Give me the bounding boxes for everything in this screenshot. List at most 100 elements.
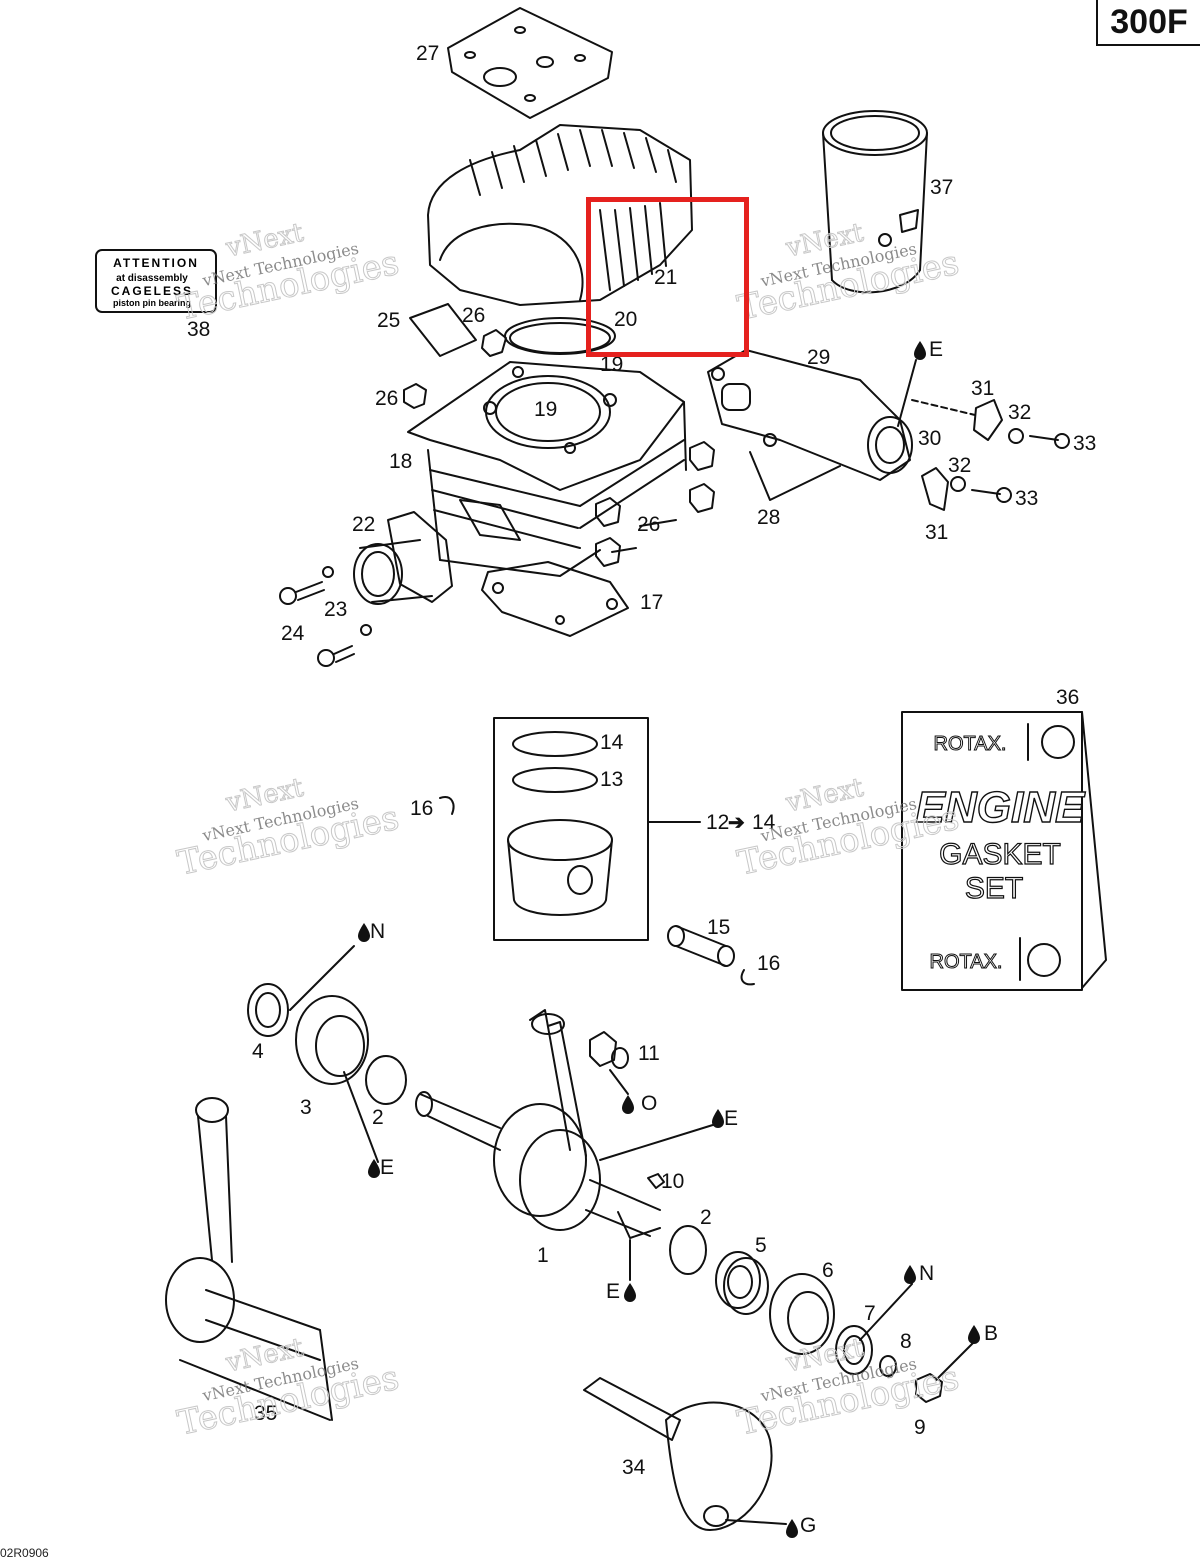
callout-1: 1: [537, 1244, 549, 1267]
callout-17: 17: [640, 591, 663, 614]
callout-N-1: N: [370, 920, 385, 943]
callout-28: 28: [757, 506, 780, 529]
range-arrow: ➔: [728, 812, 745, 834]
washer-23b: [360, 624, 372, 636]
callout-G: G: [800, 1514, 816, 1537]
callout-34: 34: [622, 1456, 646, 1479]
bolt-33a: [1029, 433, 1070, 449]
attention-line2: at disassembly: [116, 273, 188, 284]
attention-label-outline: [95, 249, 217, 313]
callout-19a: 19: [600, 353, 623, 376]
watermark-1: vNext vNext Technologies Technologies: [174, 217, 403, 329]
piston-kit-box: [493, 717, 649, 941]
circlip-16a: [439, 796, 455, 815]
gasket-set-box: [901, 711, 1083, 991]
callout-2a: 2: [372, 1106, 384, 1129]
washer-23a: [322, 566, 334, 578]
callout-E-3: E: [724, 1107, 738, 1130]
callout-31b: 31: [925, 521, 948, 544]
drawing-code: 02R0906: [0, 1546, 49, 1560]
selection-highlight-box[interactable]: [586, 197, 749, 357]
callout-26c: 26: [637, 513, 660, 536]
seal-4: [247, 983, 289, 1037]
callout-16b: 16: [757, 952, 780, 975]
callout-E-4: E: [606, 1280, 620, 1303]
callout-11: 11: [638, 1042, 660, 1065]
gasket-title-2: GASKET: [939, 838, 1061, 871]
watermark-2: vNext vNext Technologies Technologies: [734, 217, 963, 329]
gasket-brand-top: ROTAX.: [934, 733, 1007, 755]
callout-5: 5: [755, 1234, 767, 1257]
key-10: [647, 1173, 665, 1189]
callout-7: 7: [864, 1302, 876, 1325]
callout-6: 6: [822, 1259, 834, 1282]
callout-26b: 26: [375, 387, 398, 410]
callout-3: 3: [300, 1096, 312, 1119]
washer-32a: [1008, 428, 1024, 444]
callout-13: 13: [600, 768, 623, 791]
crank-half: [583, 1377, 773, 1531]
callout-9: 9: [914, 1416, 926, 1439]
callout-10: 10: [661, 1170, 684, 1193]
cylinder: [407, 361, 687, 577]
callout-30: 30: [918, 427, 941, 450]
callout-26a: 26: [462, 304, 485, 327]
crankshaft: [415, 1009, 661, 1239]
callout-N-2: N: [919, 1262, 934, 1285]
cylinder-head: [427, 124, 693, 306]
small-part-26b: [403, 383, 427, 409]
callout-33b: 33: [1015, 487, 1038, 510]
washer-32b: [950, 476, 966, 492]
callout-8: 8: [900, 1330, 912, 1353]
screw-24a: [279, 581, 325, 605]
callout-37: 37: [930, 176, 953, 199]
callout-O: O: [641, 1092, 657, 1115]
base-gasket: [481, 561, 629, 637]
callout-27: 27: [416, 42, 439, 65]
callout-38: 38: [187, 318, 210, 341]
callout-31a: 31: [971, 377, 994, 400]
ring-13: [512, 767, 598, 793]
shim-2b: [669, 1225, 707, 1275]
watermark-3: vNext vNext Technologies Technologies: [174, 772, 403, 884]
piston-pin: [667, 925, 735, 967]
callout-14: 14: [600, 731, 624, 754]
watermark-5: vNext vNext Technologies Technologies: [174, 1332, 403, 1444]
plate-25: [409, 303, 477, 357]
bolt-33b: [971, 487, 1012, 503]
callout-19b: 19: [534, 398, 557, 421]
callout-12-to: 14: [752, 811, 776, 834]
seal-7: [835, 1325, 873, 1375]
callout-E-1: E: [929, 338, 943, 361]
attention-line4: piston pin bearing: [113, 298, 191, 308]
head-gasket: [447, 7, 613, 119]
callout-32b: 32: [948, 454, 971, 477]
attention-line1: ATTENTION: [113, 256, 199, 270]
callout-15: 15: [707, 916, 730, 939]
intake-socket: [353, 511, 453, 605]
bracket-31a: [973, 399, 1003, 441]
connecting-rod: [165, 1097, 333, 1421]
gear-5: [715, 1251, 769, 1315]
callout-23: 23: [324, 598, 347, 621]
model-label: 300F: [1096, 0, 1200, 46]
callout-18: 18: [389, 450, 412, 473]
callout-24: 24: [281, 622, 305, 645]
bracket-31b: [921, 467, 949, 511]
callout-16a: 16: [410, 797, 433, 820]
callout-21: 21: [654, 266, 677, 289]
callout-4: 4: [252, 1040, 264, 1063]
screw-24b: [317, 645, 355, 667]
gasket-title-1: ENGINE: [916, 783, 1086, 832]
piston: [507, 819, 613, 916]
ring-14: [512, 731, 598, 757]
callout-E-2: E: [380, 1156, 394, 1179]
callout-32a: 32: [1008, 401, 1031, 424]
gasket-title-3: SET: [965, 872, 1023, 905]
callout-29: 29: [807, 346, 830, 369]
callout-36: 36: [1056, 686, 1079, 709]
nut-9: [915, 1373, 943, 1403]
shim-2a: [365, 1055, 407, 1105]
